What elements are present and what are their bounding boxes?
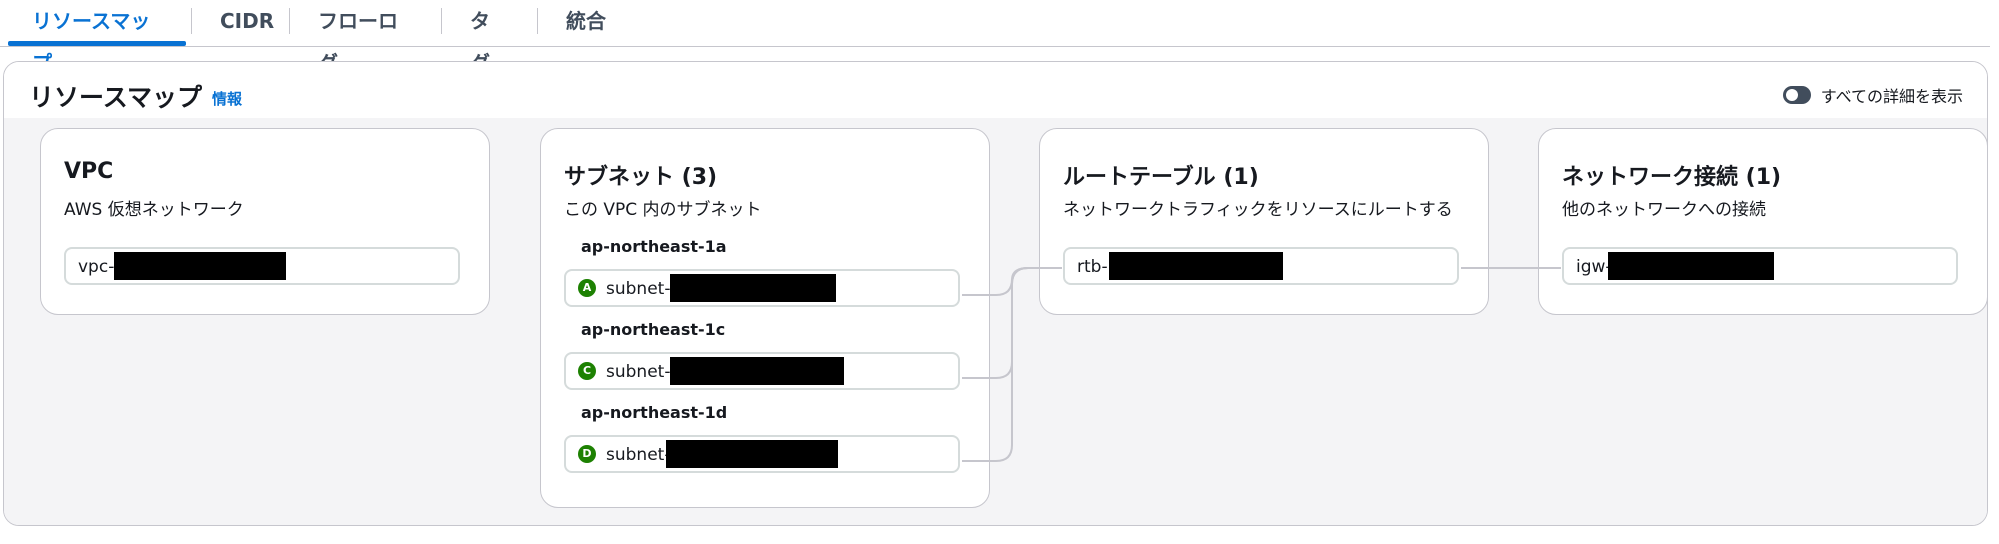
subnet-item[interactable]: A subnet- (564, 269, 960, 307)
toggle-label: すべての詳細を表示 (1820, 87, 1963, 106)
redaction-box (1109, 252, 1283, 280)
az-label: ap-northeast-1c (581, 320, 726, 339)
resource-map-panel: リソースマップ 情報 すべての詳細を表示 VPC AWS 仮想ネットワーク vp… (3, 61, 1988, 526)
tab-divider (441, 8, 442, 34)
az-badge: A (578, 279, 596, 297)
network-connections-card-subtitle: 他のネットワークへの接続 (1562, 200, 1766, 220)
tab-flow-logs[interactable]: フローログ (290, 0, 440, 75)
vpc-card: VPC AWS 仮想ネットワーク vpc- (40, 128, 490, 315)
tab-label: 統合 (566, 9, 606, 33)
vpc-card-subtitle: AWS 仮想ネットワーク (64, 200, 244, 220)
map-canvas: VPC AWS 仮想ネットワーク vpc- サブネット (3) この VPC 内… (4, 118, 1987, 525)
route-table-card: ルートテーブル (1) ネットワークトラフィックをリソースにルートする rtb- (1039, 128, 1489, 315)
redaction-box (670, 357, 844, 385)
network-connections-card-title: ネットワーク接続 (1) (1562, 165, 1782, 190)
subnet-card: サブネット (3) この VPC 内のサブネット ap-northeast-1a… (540, 128, 990, 508)
vpc-id: vpc- (78, 257, 115, 277)
vpc-item[interactable]: vpc- (64, 247, 460, 285)
vpc-card-title: VPC (64, 159, 114, 184)
redaction-box (114, 252, 286, 280)
internet-gateway-item[interactable]: igw- (1562, 247, 1958, 285)
subnet-id: subnet- (606, 362, 671, 382)
info-link[interactable]: 情報 (212, 90, 243, 108)
az-badge: D (578, 445, 596, 463)
tab-bar: リソースマップ CIDR フローログ タグ 統合 (0, 0, 1990, 75)
az-label: ap-northeast-1a (581, 237, 727, 256)
route-table-id: rtb- (1077, 257, 1108, 277)
subnet-card-title: サブネット (3) (564, 165, 718, 190)
redaction-box (666, 440, 838, 468)
panel-title: リソースマップ (29, 83, 203, 112)
tab-divider (289, 8, 290, 34)
panel-header: リソースマップ 情報 すべての詳細を表示 (4, 62, 1987, 118)
redaction-box (670, 274, 836, 302)
route-table-card-title: ルートテーブル (1) (1063, 165, 1259, 190)
subnet-item[interactable]: C subnet- (564, 352, 960, 390)
tab-divider (537, 8, 538, 34)
az-label: ap-northeast-1d (581, 403, 728, 422)
toggle-switch[interactable] (1782, 86, 1811, 104)
tab-label: CIDR (220, 9, 275, 33)
tab-resource-map[interactable]: リソースマップ (4, 0, 190, 75)
network-connections-card: ネットワーク接続 (1) 他のネットワークへの接続 igw- (1538, 128, 1987, 315)
subnet-card-subtitle: この VPC 内のサブネット (564, 200, 762, 220)
tab-cidr[interactable]: CIDR (192, 0, 288, 44)
az-badge: C (578, 362, 596, 380)
route-table-card-subtitle: ネットワークトラフィックをリソースにルートする (1063, 200, 1453, 220)
route-table-item[interactable]: rtb- (1063, 247, 1459, 285)
tab-tags[interactable]: タグ (442, 0, 536, 75)
internet-gateway-id: igw- (1576, 257, 1612, 277)
tab-integrations[interactable]: 統合 (538, 0, 638, 44)
subnet-id: subnet- (606, 279, 671, 299)
tab-divider (191, 8, 192, 34)
subnet-id: subnet- (606, 445, 671, 465)
redaction-box (1608, 252, 1774, 280)
subnet-item[interactable]: D subnet- (564, 435, 960, 473)
show-all-details-toggle[interactable]: すべての詳細を表示 (1782, 84, 1963, 106)
